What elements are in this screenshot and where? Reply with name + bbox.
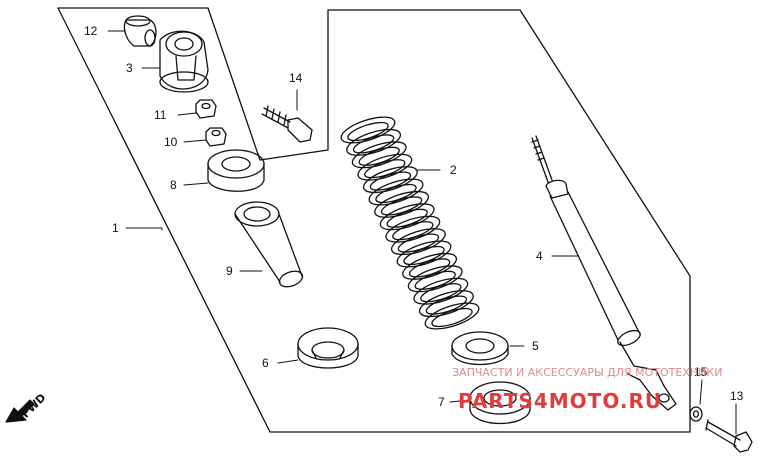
coil-spring-part <box>340 116 480 330</box>
part-label-8: 8 <box>170 178 177 192</box>
spring-coil <box>368 178 424 206</box>
spring-coil <box>351 141 407 169</box>
part-label-12: 12 <box>84 24 98 38</box>
assembly-outline <box>57 7 691 433</box>
adjuster-nut-part <box>195 99 217 119</box>
spring-coil <box>346 128 402 156</box>
spring-coil <box>379 203 435 231</box>
part-label-4: 4 <box>536 249 543 263</box>
part-label-6: 6 <box>262 356 269 370</box>
part-label-15: 15 <box>694 365 708 379</box>
part-label-7: 7 <box>438 395 445 409</box>
stopper-rubber-part <box>207 149 265 192</box>
part-label-5: 5 <box>532 339 539 353</box>
dust-tube-part <box>234 201 304 288</box>
part-label-13: 13 <box>730 389 744 403</box>
upper-bushing-part <box>123 15 157 47</box>
seat-collar-part <box>469 381 531 425</box>
damper-unit-part <box>531 135 677 411</box>
spring-coil <box>402 252 458 280</box>
part-label-14: 14 <box>289 71 303 85</box>
upper-bolt-part <box>261 105 313 143</box>
spring-coil <box>413 277 469 305</box>
spring-coil <box>396 240 452 268</box>
part-label-3: 3 <box>126 61 133 75</box>
leader-lines <box>107 30 737 435</box>
watermark-brand: PARTS4MOTO.RU <box>458 389 662 413</box>
spring-coil <box>340 116 396 144</box>
spring-coil <box>418 290 474 318</box>
part-labels: 12 3 11 10 8 1 9 14 2 4 5 6 7 15 13 <box>84 24 744 409</box>
fwd-label: FWD <box>19 391 49 421</box>
spring-coil <box>357 153 413 181</box>
spring-coil <box>374 190 430 218</box>
part-label-1: 1 <box>112 221 119 235</box>
watermark-tagline: ЗАПЧАСТИ И АКСЕССУАРЫ ДЛЯ МОТОТЕХНИКИ <box>452 366 722 379</box>
guide-ring-part <box>451 331 509 366</box>
spring-coil-inner <box>431 307 473 328</box>
spring-coil <box>407 265 463 293</box>
part-label-9: 9 <box>226 264 233 278</box>
spring-coil <box>385 215 441 243</box>
upper-seat-part <box>159 30 209 93</box>
part-label-2: 2 <box>450 163 457 177</box>
watermark: ЗАПЧАСТИ И АКСЕССУАРЫ ДЛЯ МОТОТЕХНИКИ PA… <box>452 366 722 413</box>
washer-part <box>689 406 703 422</box>
part-label-11: 11 <box>154 108 167 122</box>
lower-seat-part <box>297 327 359 369</box>
spring-coil <box>390 228 446 256</box>
spring-coil <box>362 166 418 194</box>
fwd-arrow-icon <box>5 399 35 423</box>
spring-coil <box>424 302 480 330</box>
mounting-bolt-part <box>705 419 753 453</box>
lock-nut-part <box>205 127 227 147</box>
part-label-10: 10 <box>164 135 178 149</box>
